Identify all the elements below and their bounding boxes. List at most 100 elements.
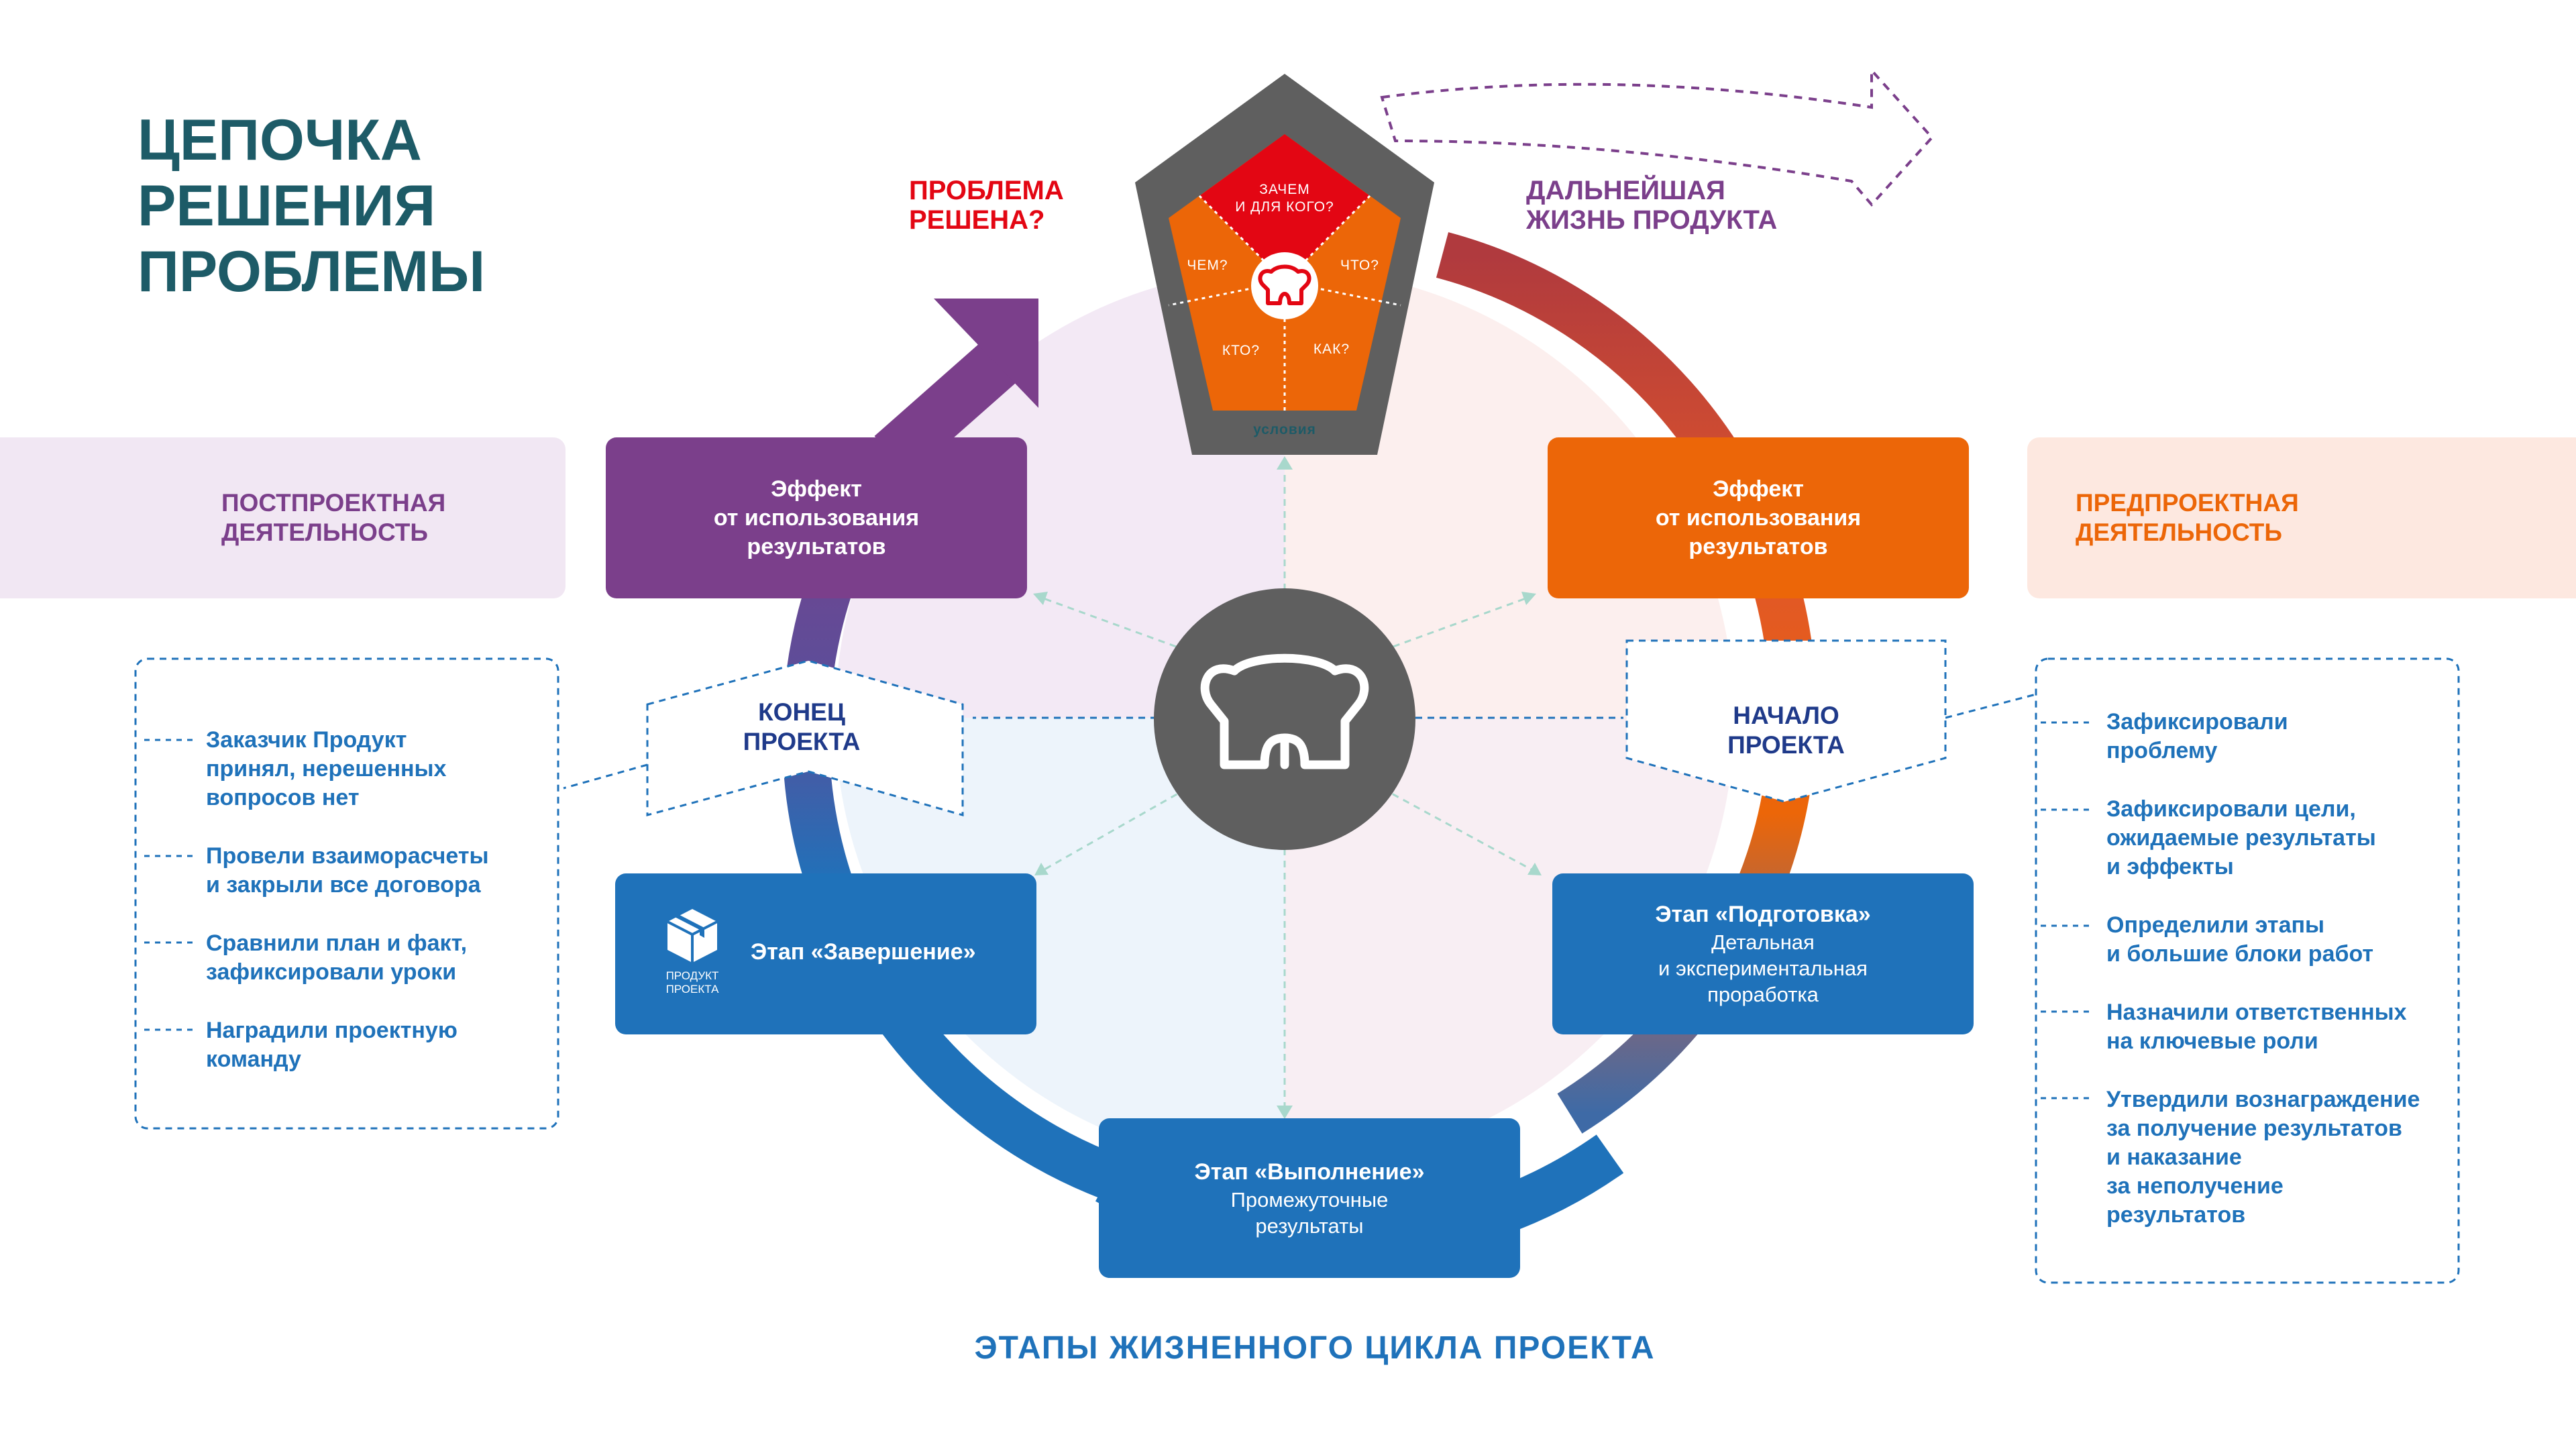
effect-box-left: Эффект от использования результатов — [606, 437, 1027, 598]
pentagon-conditions-label: условия — [1253, 422, 1316, 437]
list-line: Зафиксировали — [2106, 709, 2288, 735]
tag-line: ПРОЕКТА — [743, 728, 861, 755]
start-tag-shape — [1625, 639, 1947, 803]
list-line: команду — [206, 1046, 301, 1072]
list-line: и закрыли все договора — [206, 872, 481, 898]
end-tag-shape — [646, 659, 964, 816]
product-life-label: ДАЛЬНЕЙШАЯ ЖИЗНЬ ПРОДУКТА — [1526, 176, 1777, 235]
list-line: Заказчик Продукт — [206, 727, 407, 753]
pre-project-band: ПРЕДПРОЕКТНАЯ ДЕЯТЕЛЬНОСТЬ — [2027, 437, 2576, 598]
pre-project-label: ПРЕДПРОЕКТНАЯ ДЕЯТЕЛЬНОСТЬ — [2076, 488, 2299, 547]
problem-solved-label: ПРОБЛЕМА РЕШЕНА? — [909, 176, 1064, 235]
title-line: ЦЕПОЧКА — [138, 108, 422, 172]
box-icon-caption: ПРОЕКТА — [665, 983, 719, 996]
box-line: результатов — [1688, 533, 1828, 559]
connector-arrowheads — [1033, 456, 1542, 1119]
box-line: результатов — [747, 533, 886, 559]
stage-title: Этап «Подготовка» — [1655, 902, 1871, 927]
list-line: Зафиксировали цели, — [2106, 796, 2356, 822]
post-project-label: ПОСТПРОЕКТНАЯ ДЕЯТЕЛЬНОСТЬ — [221, 488, 445, 547]
list-item: Провели взаиморасчеты и закрыли все дого… — [206, 842, 548, 900]
list-line: Утвердили вознаграждение — [2106, 1087, 2420, 1112]
post-project-band: ПОСТПРОЕКТНАЯ ДЕЯТЕЛЬНОСТЬ — [0, 437, 566, 598]
post-project-list: Заказчик Продукт принял, нерешенных вопр… — [206, 726, 548, 1074]
preparation-stage-box: Этап «Подготовка» Детальная и эксперимен… — [1552, 873, 1974, 1034]
tag-line: НАЧАЛО — [1733, 702, 1839, 729]
list-line: зафиксировали уроки — [206, 959, 457, 985]
box-line: Эффект — [771, 476, 862, 502]
title-line: РЕШЕНИЯ — [138, 174, 436, 238]
list-line: на ключевые роли — [2106, 1028, 2318, 1054]
list-line: проблему — [2106, 738, 2218, 763]
pentagon-who-label: КТО? — [1222, 343, 1260, 358]
list-item: Назначили ответственных на ключевые роли — [2106, 998, 2449, 1056]
label-line: ЗАЧЕМ — [1259, 182, 1310, 197]
list-bullet-dashes — [144, 721, 2091, 1099]
label-line: ЖИЗНЬ ПРОДУКТА — [1526, 205, 1778, 235]
pentagon-what-label: ЧТО? — [1340, 258, 1379, 273]
center-circle — [1154, 588, 1415, 850]
completion-stage-box: ПРОДУКТ ПРОЕКТА Этап «Завершение» — [615, 873, 1036, 1034]
pre-project-list: Зафиксировали проблему Зафиксировали цел… — [2106, 708, 2449, 1230]
pentagon-red-sector — [1199, 134, 1370, 282]
stage-line: Промежуточные — [1230, 1187, 1389, 1212]
list-line: и большие блоки работ — [2106, 941, 2374, 967]
completion-stage-label: Этап «Завершение» — [751, 939, 976, 965]
label-line: РЕШЕНА? — [909, 205, 1045, 235]
label-line: ДЕЯТЕЛЬНОСТЬ — [221, 519, 428, 546]
list-item: Определили этапы и большие блоки работ — [2106, 911, 2449, 969]
box-line: Эффект — [1713, 476, 1804, 502]
effect-box-right: Эффект от использования результатов — [1548, 437, 1969, 598]
right-list-frame — [2035, 657, 2460, 1284]
tag-line: КОНЕЦ — [758, 698, 845, 726]
list-line: вопросов нет — [206, 785, 360, 810]
label-line: ПРОБЛЕМА — [909, 176, 1064, 205]
label-line: ДАЛЬНЕЙШАЯ — [1526, 176, 1725, 205]
product-box-icon-group: ПРОДУКТ ПРОЕКТА — [659, 906, 726, 996]
stage-title: Этап «Выполнение» — [1194, 1159, 1425, 1185]
small-elephant-icon — [1258, 264, 1311, 305]
box-line: от использования — [1655, 504, 1862, 531]
stage-line: результаты — [1255, 1214, 1364, 1238]
box-icon — [667, 909, 718, 963]
list-line: Провели взаиморасчеты — [206, 843, 489, 869]
list-line: за неполучение — [2106, 1173, 2284, 1199]
label-line: ПОСТПРОЕКТНАЯ — [221, 489, 446, 517]
project-start-tag: НАЧАЛО ПРОЕКТА — [1690, 701, 1882, 760]
label-line: И ДЛЯ КОГО? — [1235, 199, 1334, 215]
stage-line: Детальная — [1711, 930, 1815, 954]
stage-line: проработка — [1707, 983, 1819, 1006]
execution-stage-box: Этап «Выполнение» Промежуточные результа… — [1099, 1118, 1520, 1278]
box-line: от использования — [713, 504, 920, 531]
label-line: ДЕЯТЕЛЬНОСТЬ — [2076, 519, 2282, 546]
pentagon-why-label: ЗАЧЕМ И ДЛЯ КОГО? — [1231, 181, 1338, 216]
tag-connectors — [563, 693, 2037, 790]
list-line: за получение результатов — [2106, 1116, 2402, 1141]
list-line: Сравнили план и факт, — [206, 930, 468, 956]
list-item: Сравнили план и факт, зафиксировали урок… — [206, 929, 548, 987]
elephant-icon — [1200, 653, 1369, 769]
stage-line: и экспериментальная — [1658, 957, 1868, 980]
list-item: Заказчик Продукт принял, нерешенных вопр… — [206, 726, 548, 812]
project-end-tag: КОНЕЦ ПРОЕКТА — [708, 698, 896, 757]
list-line: принял, нерешенных — [206, 756, 447, 782]
list-item: Наградили проектную команду — [206, 1016, 548, 1074]
list-line: Наградили проектную — [206, 1018, 458, 1043]
list-line: и наказание — [2106, 1144, 2242, 1170]
list-item: Утвердили вознаграждение за получение ре… — [2106, 1085, 2449, 1230]
page-title: ЦЕПОЧКА РЕШЕНИЯ ПРОБЛЕМЫ — [138, 107, 485, 305]
list-item: Зафиксировали проблему — [2106, 708, 2449, 765]
left-list-frame — [134, 657, 559, 1130]
list-line: и эффекты — [2106, 854, 2234, 879]
pentagon-dividers — [1168, 195, 1401, 411]
list-item: Зафиксировали цели, ожидаемые результаты… — [2106, 795, 2449, 881]
tag-line: ПРОЕКТА — [1727, 731, 1845, 759]
list-line: ожидаемые результаты — [2106, 825, 2376, 851]
box-icon-caption: ПРОДУКТ — [665, 969, 719, 982]
list-line: Назначили ответственных — [2106, 1000, 2407, 1025]
label-line: ПРЕДПРОЕКТНАЯ — [2076, 489, 2299, 517]
title-line: ПРОБЛЕМЫ — [138, 239, 486, 304]
list-line: Определили этапы — [2106, 912, 2325, 938]
list-line: результатов — [2106, 1202, 2246, 1228]
